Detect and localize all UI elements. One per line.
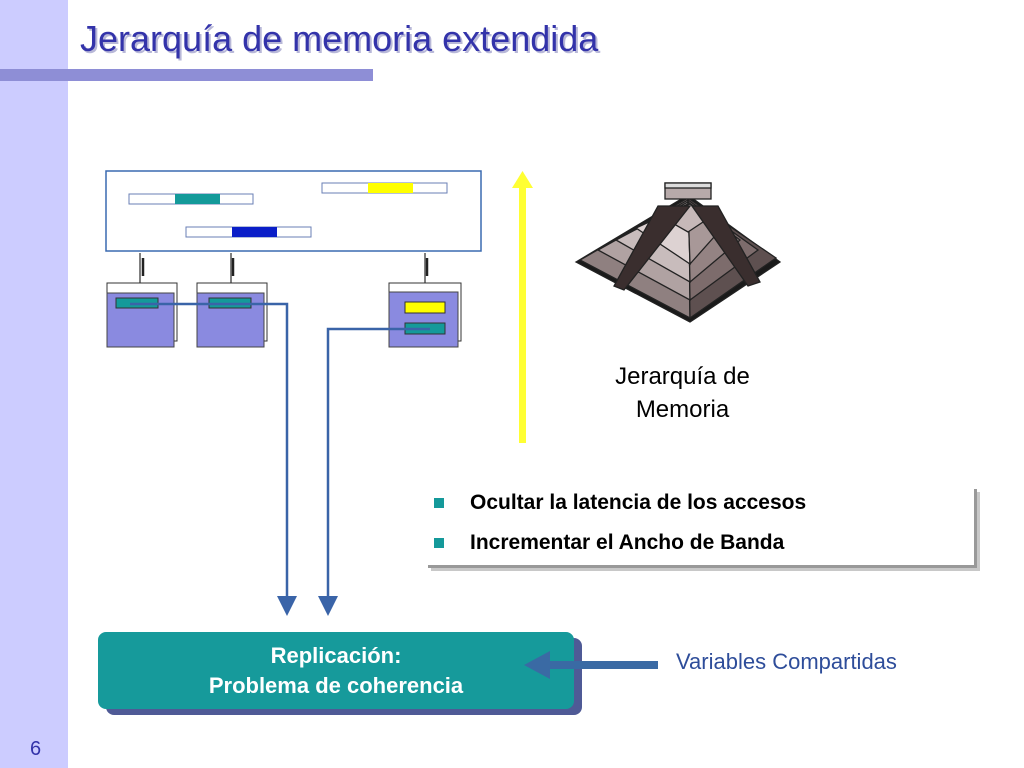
square-bullet-icon <box>434 538 444 548</box>
replication-connectors <box>130 302 430 616</box>
bullet-text: Ocultar la latencia de los accesos <box>470 491 807 514</box>
replication-box: Replicación: Problema de coherencia <box>98 632 574 709</box>
replication-line2: Problema de coherencia <box>208 672 464 698</box>
bullet-text: Incrementar el Ancho de Banda <box>470 531 785 554</box>
pyramid-label: Jerarquía de Memoria <box>580 360 785 426</box>
cache-3 <box>388 282 462 348</box>
bullet-box: Ocultar la latencia de los accesos Incre… <box>428 489 977 568</box>
square-bullet-icon <box>434 498 444 508</box>
memory-block-teal <box>128 193 254 205</box>
left-sidebar <box>0 0 68 768</box>
bullet-item: Incrementar el Ancho de Banda <box>434 531 784 555</box>
shared-variables-arrow <box>524 651 658 679</box>
shared-variables-label: Variables Compartidas <box>676 649 897 674</box>
hierarchy-arrow <box>512 171 533 443</box>
pyramid-icon <box>574 182 782 323</box>
replication-line1: Replicación: <box>270 642 402 668</box>
title-underline <box>0 69 373 81</box>
cache-2 <box>196 282 268 348</box>
cache-1 <box>106 282 178 348</box>
pyramid-label-line2: Memoria <box>635 396 730 423</box>
bus-connectors <box>139 253 429 292</box>
bullet-item: Ocultar la latencia de los accesos <box>434 491 806 515</box>
slide-title: Jerarquía de memoria extendida <box>80 18 599 59</box>
memory-block-blue <box>185 226 312 238</box>
pyramid-label-line1: Jerarquía de <box>615 363 750 390</box>
memory-block-yellow <box>321 182 448 194</box>
page-number: 6 <box>30 738 42 760</box>
